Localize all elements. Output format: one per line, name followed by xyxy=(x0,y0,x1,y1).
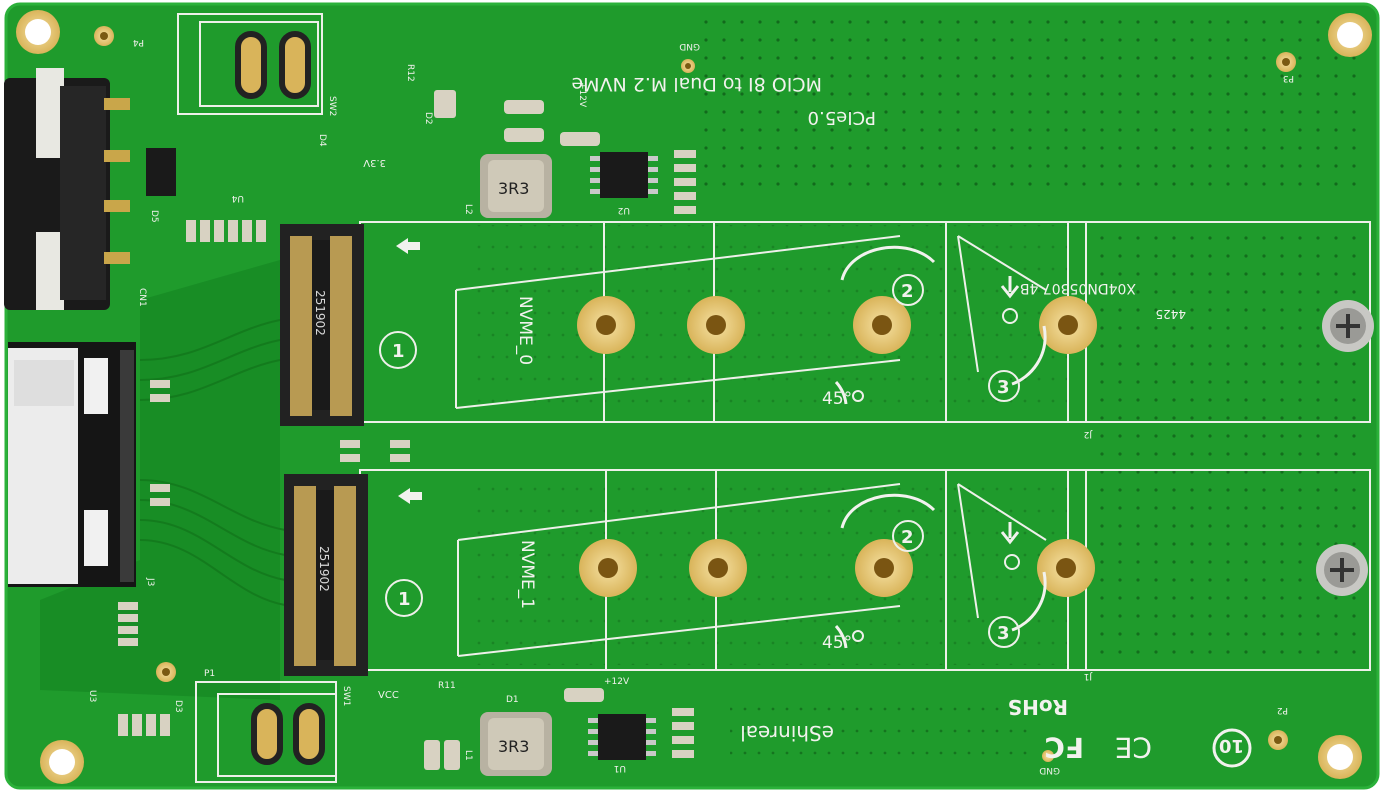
diode-d5 xyxy=(146,148,176,196)
u4-label: U4 xyxy=(231,193,244,203)
m2-code-top: 251902 xyxy=(313,290,327,336)
install-arrows xyxy=(834,245,1047,649)
step3-slot0: 3 xyxy=(997,377,1010,398)
step3-slot1: 3 xyxy=(997,623,1010,644)
sw2-label: SW2 xyxy=(327,96,337,116)
r12-label: R12 xyxy=(405,64,415,82)
inductor-l2-marking: 3R3 xyxy=(498,179,529,198)
p2-label: P2 xyxy=(1277,705,1288,715)
d1-label: D1 xyxy=(506,695,519,705)
board-lot: 4425 xyxy=(1155,307,1186,321)
gnd-label-bottom: GND xyxy=(1039,765,1060,775)
board-title-line2: PCIe5.0 xyxy=(808,107,876,128)
l1-label: L1 xyxy=(463,750,473,761)
step1-slot0: 1 xyxy=(392,341,405,362)
m2-connector-0 xyxy=(280,224,364,426)
standoff-pads-slot-0 xyxy=(577,296,1097,354)
board-title-line1: MCIO 8I to Dual M.2 NVMe xyxy=(571,73,822,95)
u3-label: U3 xyxy=(87,690,97,702)
u1-label: U1 xyxy=(614,763,626,773)
slot0-label: NVME_0 xyxy=(515,296,535,365)
m2-code-bottom: 251902 xyxy=(317,546,331,592)
board-serial: X04DN05307 4B xyxy=(1020,280,1136,296)
switch-sw2 xyxy=(177,13,323,115)
p1-label: P1 xyxy=(204,669,215,679)
m2-connector-1 xyxy=(284,474,368,676)
switch-sw1 xyxy=(195,681,337,783)
eco-mark-circle xyxy=(1212,728,1252,768)
ic-u2 xyxy=(590,152,658,198)
screw-top-right xyxy=(1322,300,1374,352)
step1-slot1: 1 xyxy=(398,589,411,610)
eco-mark: 10 xyxy=(1219,735,1244,756)
inductor-l1 xyxy=(480,712,552,776)
d3-label: D3 xyxy=(173,700,183,713)
standoff-pads-slot-1 xyxy=(579,539,1095,597)
inductor-l1-marking: 3R3 xyxy=(498,737,529,756)
angle-label-slot0: 45° xyxy=(822,389,852,409)
v33-label: 3.3V xyxy=(363,157,386,168)
rohs-mark: RoHS xyxy=(1008,695,1068,719)
mounting-hole-top-left xyxy=(16,10,60,54)
plus12v-label-bottom: +12V xyxy=(604,677,630,687)
d5-label: D5 xyxy=(149,210,159,223)
mounting-hole-bottom-left xyxy=(40,740,84,784)
d2-label: D2 xyxy=(423,112,433,125)
slot1-label: NVME_1 xyxy=(517,540,537,609)
fc-mark: FC xyxy=(1044,731,1084,764)
j1-label: J1 xyxy=(1084,671,1093,681)
gnd-label-top: GND xyxy=(679,41,700,51)
vcc-label: VCC xyxy=(378,690,399,701)
j3-label: J3 xyxy=(145,577,155,586)
angle-label-slot1: 45° xyxy=(822,633,852,653)
j2-label: J2 xyxy=(1084,429,1093,439)
plus12v-label-top: +12V xyxy=(577,82,587,108)
inductor-l2 xyxy=(480,154,552,218)
p3-label: P3 xyxy=(1283,73,1294,83)
d4-label: D4 xyxy=(317,134,327,147)
p4-label: P4 xyxy=(133,37,144,47)
r11-label: R11 xyxy=(438,681,456,691)
step2-slot1: 2 xyxy=(901,527,914,548)
brand-label: eShinreal xyxy=(740,721,834,745)
cn1-label: CN1 xyxy=(137,288,147,307)
ce-mark: CE xyxy=(1115,731,1152,764)
sw1-label: SW1 xyxy=(341,686,351,706)
mounting-hole-top-right xyxy=(1328,13,1372,57)
mounting-hole-bottom-right xyxy=(1318,735,1362,779)
u2-label: U2 xyxy=(618,205,630,215)
power-connector-cn1 xyxy=(4,68,130,310)
mcio-connector-j3 xyxy=(8,342,136,587)
l2-label: L2 xyxy=(463,204,473,215)
step2-slot0: 2 xyxy=(901,281,914,302)
screw-bottom-right xyxy=(1316,544,1368,596)
smd-components xyxy=(118,90,696,770)
ic-u1 xyxy=(588,714,656,760)
